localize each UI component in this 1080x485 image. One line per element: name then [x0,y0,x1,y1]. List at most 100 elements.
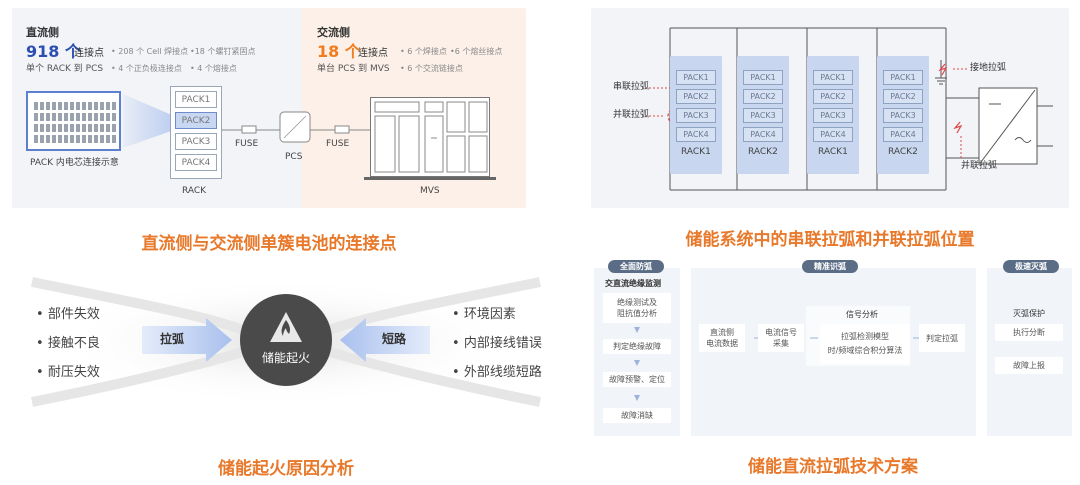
dc-count-unit: 连接点 [74,48,104,59]
battery-cell [106,124,110,132]
dc-note: • 4 个熔接点 [190,64,237,73]
rack-pack: PACK1 [813,70,853,85]
battery-cell [64,135,68,143]
battery-cell [82,124,86,132]
battery-cell [76,135,80,143]
battery-cell [82,135,86,143]
right-cause: • 内部接线错误 [452,336,542,351]
rack-name: RACK2 [888,147,918,157]
pcs-label: PCS [285,152,303,162]
rack-pack: PACK4 [743,127,783,142]
battery-cell [64,124,68,132]
column-extinguish [987,268,1072,436]
ground-arc-label: 接地拉弧 [970,63,1007,73]
dc-count: 918 个 [26,42,81,61]
battery-cell [100,102,104,110]
battery-cell [94,113,98,121]
dc-subtitle: 单个 RACK 到 PCS [26,64,104,74]
caption-fire-causes: 储能起火原因分析 [218,459,354,479]
battery-cell [100,113,104,121]
rack-pack: PACK2 [743,89,783,104]
battery-cell [112,102,116,110]
battery-cell [88,113,92,121]
rack-pack: PACK2 [883,89,923,104]
battery-cell [94,135,98,143]
battery-cell [106,102,110,110]
right-arrow-label: 短路 [382,332,407,346]
battery-cell [52,135,56,143]
rack-pack: PACK4 [813,127,853,142]
panel-fire-causes: 储能起火 拉弧 短路 • 部件失效 • 接触不良 • 耐压失效 • 环境因素 •… [12,262,560,437]
panel-arc-locations: PACK1 PACK2 PACK3 PACK4 RACK1 PACK1 PACK… [591,8,1069,208]
left-cause-text: 接触不良 [47,336,100,351]
pack-zoom-beam [123,94,174,148]
battery-cell [100,135,104,143]
rack-name: RACK2 [748,147,778,157]
caption-arc-locations: 储能系统中的串联拉弧和并联拉弧位置 [685,230,975,250]
dc-note: •18 个螺钉紧固点 [190,47,256,56]
ac-note: • 6 个焊接点 [400,47,447,56]
ac-note: •6 个熔丝接点 [450,47,503,56]
pill-detection: 精准识弧 [802,260,858,273]
prevention-step: 故障预警、定位 [603,372,671,387]
left-arrow-label: 拉弧 [160,332,185,346]
battery-cell [52,124,56,132]
rack-pack: PACK3 [883,108,923,123]
battery-cell [52,113,56,121]
battery-cell [88,135,92,143]
rack-pack: PACK1 [743,70,783,85]
prevention-step: 判定绝缘故障 [603,339,671,354]
battery-cell [106,135,110,143]
fuse-label: FUSE [326,139,350,149]
battery-cell [40,102,44,110]
battery-cell [76,124,80,132]
battery-cell [58,113,62,121]
smoke-background [31,277,541,407]
mvs-base [364,177,496,180]
right-cause: • 外部线缆短路 [452,365,542,380]
battery-cell [76,113,80,121]
battery-cell [46,124,50,132]
dc-note: • 4 个正负极连接点 [111,64,182,73]
battery-cell [34,113,38,121]
battery-cell [64,102,68,110]
caption-arc-solution: 储能直流拉弧技术方案 [748,457,918,477]
ac-title: 交流侧 [317,26,350,39]
panel-connection-points: 直流侧 918 个 连接点 单个 RACK 到 PCS • 208 个 Cell… [12,8,526,208]
fuse-label: FUSE [235,139,259,149]
left-cause: • 耐压失效 [36,365,100,380]
battery-cell [34,124,38,132]
pack-caption: PACK 内电芯连接示意 [30,158,119,168]
battery-cell [58,124,62,132]
prevention-step: 故障消缺 [603,408,671,423]
battery-cell [40,135,44,143]
left-cause: • 部件失效 [36,307,100,322]
connection-lines [222,111,370,143]
left-cause-text: 部件失效 [47,307,100,322]
ac-count-unit: 连接点 [358,48,388,59]
panel-arc-solution: 全面防弧 精准识弧 极速灭弧 交直流绝缘监测 绝缘测试及 阻抗值分析 判定绝缘故… [594,256,1072,438]
signal-analysis-box: 拉弧检测模型 时/频域综合积分算法 [820,324,910,364]
detection-box: 判定拉弧 [919,324,965,352]
mvs-drawing [374,101,488,173]
battery-cell [112,135,116,143]
battery-cell [52,102,56,110]
battery-cell [64,113,68,121]
rack-pack: PACK4 [175,154,217,171]
battery-cell [106,113,110,121]
battery-cell [58,102,62,110]
signal-analysis-title: 信号分析 [846,310,878,319]
dc-title: 直流侧 [26,26,59,39]
battery-cell [88,102,92,110]
caption-connection-points: 直流侧与交流侧单簇电池的连接点 [141,234,397,254]
extinguish-step: 故障上报 [995,357,1063,374]
rack-pack: PACK4 [676,127,716,142]
mvs-label: MVS [420,186,440,196]
right-cause-text: 内部接线错误 [463,336,542,351]
pill-extinguish: 极速灭弧 [1003,260,1059,273]
battery-cell [88,124,92,132]
battery-cell [94,124,98,132]
extinguish-step: 执行分断 [995,324,1063,341]
insulation-title: 交直流绝缘监测 [605,279,661,288]
rack-pack: PACK2 [676,89,716,104]
